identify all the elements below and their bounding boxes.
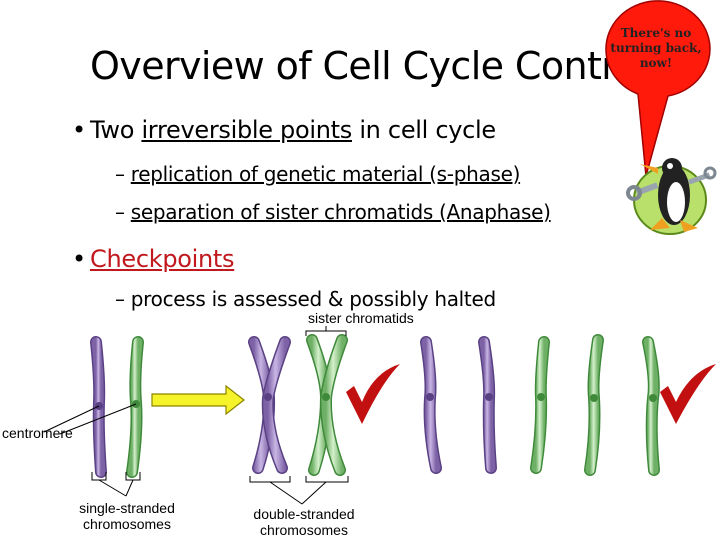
separation-link[interactable]: separation of sister chromatids (Anaphas…: [130, 200, 551, 224]
centromere-label: centromere: [2, 425, 73, 441]
separated-chromatids: [420, 334, 660, 476]
replication-link[interactable]: replication of genetic material (s-phase…: [130, 162, 521, 186]
centromere-pointer: [43, 403, 137, 435]
speech-bubble: [605, 0, 711, 177]
penguin-mascot-icon: [626, 158, 717, 235]
sister-chromatids-label: sister chromatids: [308, 310, 414, 326]
sub-bullet-assessed: – process is assessed & possibly halted: [115, 287, 496, 311]
wrench-icon: [626, 166, 717, 201]
bullet-checkpoints: •Checkpoints: [72, 245, 235, 273]
sister-chromatids-bracket: [305, 326, 347, 336]
speech-bubble-text: There's no turning back, now!: [610, 26, 702, 70]
single-stranded-label: single-stranded chromosomes: [79, 500, 175, 532]
double-chromosome-purple: [248, 336, 291, 474]
double-stranded-label: double-stranded chromosomes: [253, 506, 355, 538]
sub-bullet-replication: – replication of genetic material (s-pha…: [115, 162, 521, 186]
double-stranded-bracket: [249, 476, 349, 505]
bullet-irreversible: •Two irreversible points in cell cycle: [72, 116, 496, 144]
double-chromosome-green: [306, 334, 348, 476]
checkpoints-link[interactable]: Checkpoints: [90, 245, 235, 273]
chromosome-diagram: [43, 326, 716, 505]
check-mark-icon: [346, 364, 400, 424]
irreversible-points-link[interactable]: irreversible points: [141, 116, 352, 144]
single-chromosome-green: [126, 336, 144, 478]
check-mark-icon: [660, 364, 716, 424]
slide-title: Overview of Cell Cycle Control: [90, 44, 649, 88]
right-arrow-icon: [151, 384, 245, 416]
sub-bullet-separation: – separation of sister chromatids (Anaph…: [115, 200, 551, 224]
single-stranded-bracket: [91, 472, 141, 497]
